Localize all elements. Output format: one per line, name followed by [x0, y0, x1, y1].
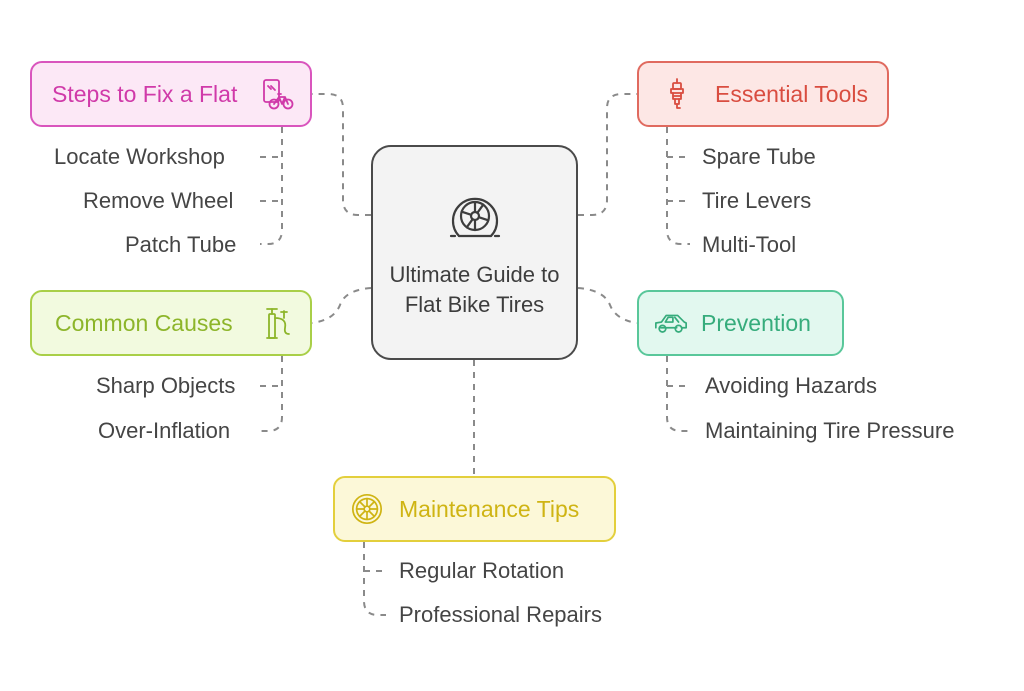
list-item: Avoiding Hazards — [705, 373, 878, 398]
branch-common-causes: Common Causes — [30, 290, 312, 356]
list-item: Regular Rotation — [399, 558, 565, 583]
branch-steps-to-fix: Steps to Fix a Flat — [30, 61, 312, 127]
bike-pump-icon — [260, 305, 296, 341]
list-item: Professional Repairs — [399, 602, 602, 627]
central-topic-title: Ultimate Guide to Flat Bike Tires — [389, 261, 560, 317]
list-item: Tire Levers — [702, 188, 812, 213]
bike-repair-icon — [260, 76, 296, 112]
list-item: Maintaining Tire Pressure — [705, 418, 955, 443]
branch-steps-title: Steps to Fix a Flat — [52, 80, 238, 107]
list-item: Spare Tube — [702, 144, 816, 169]
list-item: Over-Inflation — [98, 418, 231, 443]
branch-causes-title: Common Causes — [55, 309, 233, 336]
list-item: Patch Tube — [125, 232, 237, 257]
branch-tools-title: Essential Tools — [715, 80, 868, 107]
list-item: Sharp Objects — [96, 373, 236, 398]
list-item: Multi-Tool — [702, 232, 797, 257]
wheel-icon — [349, 491, 385, 527]
spark-plug-icon — [659, 76, 695, 112]
central-topic-node: Ultimate Guide to Flat Bike Tires — [371, 145, 578, 360]
branch-maintenance-title: Maintenance Tips — [399, 495, 580, 522]
branch-maintenance-tips: Maintenance Tips — [333, 476, 616, 542]
list-item: Locate Workshop — [54, 144, 225, 169]
list-item: Remove Wheel — [83, 188, 234, 213]
branch-prevention: Prevention — [637, 290, 844, 356]
tire-icon — [445, 186, 505, 260]
car-icon — [653, 305, 689, 341]
branch-essential-tools: Essential Tools — [637, 61, 889, 127]
branch-prevention-title: Prevention — [701, 309, 811, 336]
